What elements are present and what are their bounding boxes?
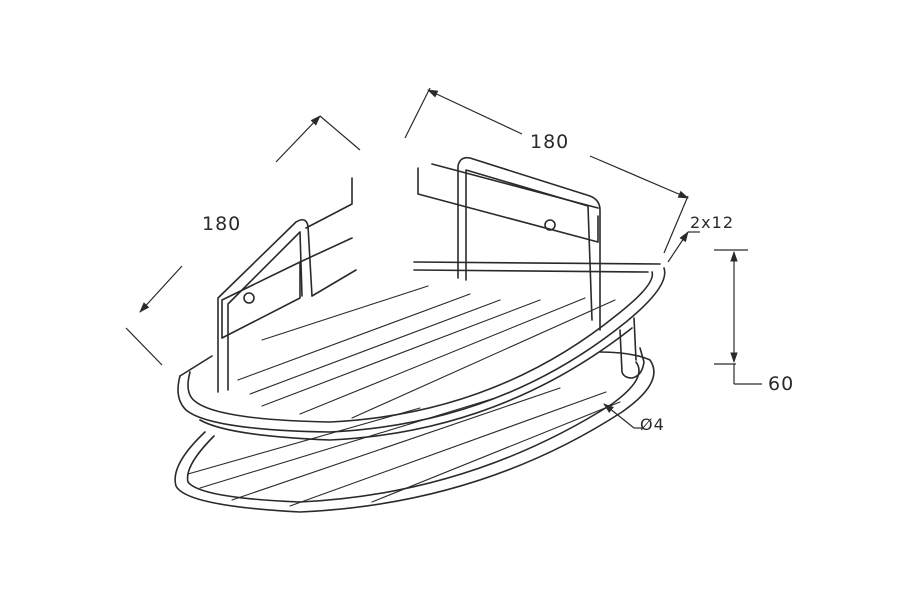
dimension-right-width-label: 180 [530,131,569,153]
callout-screws-label: 2x12 [690,213,734,232]
upper-shelf-rim [177,267,666,433]
dimension-height: 60 [714,249,794,395]
upper-shelf-wires [237,285,616,419]
lower-shelf-rim [174,351,655,513]
dimension-right-width: 180 [404,87,689,254]
screw-hole-left [243,292,255,304]
hook-bracket [619,329,645,379]
lower-basket [174,317,655,513]
callout-wire-diameter-label: Ø4 [640,415,665,434]
dimension-height-label: 60 [768,373,794,395]
dimension-left-width: 180 [125,115,361,366]
upper-basket [177,156,666,441]
right-back-plate [417,167,599,243]
lower-shelf-rim-inner [186,361,640,503]
right-upright [457,156,601,331]
callout-wire-diameter: Ø4 [603,403,665,434]
dimension-left-width-label: 180 [202,213,241,235]
callout-screws: 2x12 [667,213,734,263]
upper-shelf-rim-inner [187,271,654,423]
left-back-plate [221,261,301,339]
screw-hole-right [544,219,556,231]
lower-shelf-wires [187,387,621,507]
left-upright [217,218,313,393]
